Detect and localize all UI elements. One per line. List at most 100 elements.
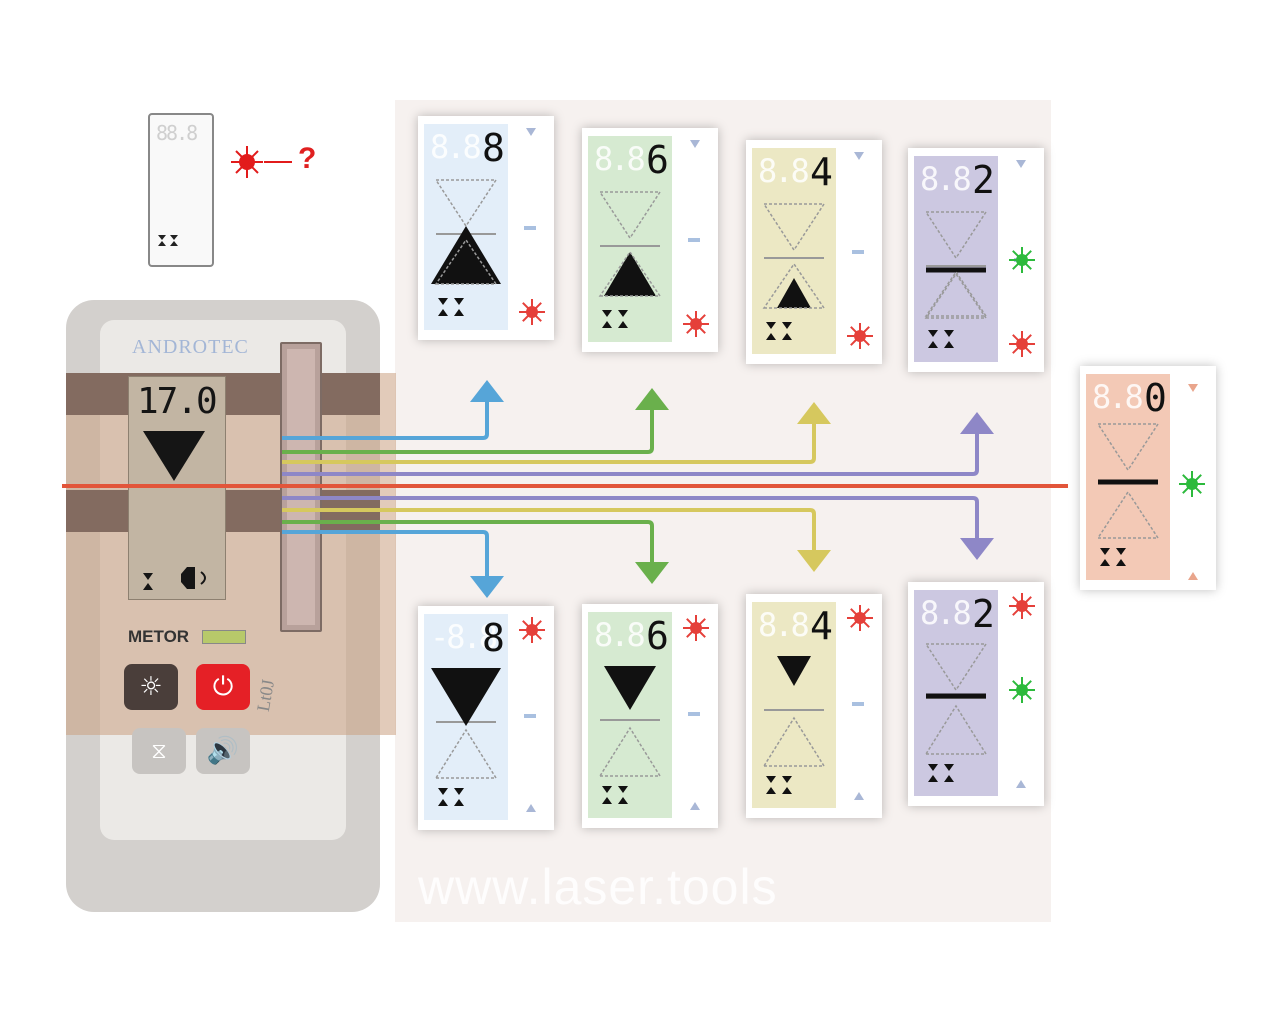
power-button[interactable]: ⏻	[196, 664, 250, 710]
down-arrow-icon	[635, 562, 669, 584]
up-arrow-icon	[470, 380, 504, 402]
bottom-triangle-icon	[1016, 780, 1026, 788]
small-display-no-signal: 88.8	[148, 113, 214, 267]
up-arrow-icon	[635, 388, 669, 410]
top-triangle-icon	[690, 140, 700, 148]
watermark: www.laser.tools	[418, 859, 778, 915]
signal-line	[282, 508, 816, 550]
bottom-triangle-icon	[526, 804, 536, 812]
speaker-icon: 🔊	[206, 736, 240, 766]
signal-line	[282, 434, 979, 476]
card-level-graphic	[431, 128, 545, 325]
lightbulb-icon: ☼	[139, 672, 163, 702]
card-lcd-number: 0	[1144, 376, 1167, 420]
mode-icon	[1100, 548, 1126, 566]
card-lcd-number: 4	[810, 150, 833, 194]
center-bar-icon	[688, 712, 700, 716]
top-triangle-icon	[1016, 160, 1026, 168]
laser-spot-icon	[231, 146, 292, 178]
mode-icon	[602, 310, 628, 328]
mode-button[interactable]: ⧖	[132, 728, 186, 774]
small-display-digits: 88.8	[156, 121, 198, 145]
card-level-graphic	[431, 617, 545, 812]
small-display-icons	[158, 235, 178, 246]
card-lcd-number: 8	[482, 126, 505, 170]
light-button[interactable]: ☼	[124, 664, 178, 710]
card-lcd-number: 4	[810, 604, 833, 648]
card-level-graphic	[598, 140, 709, 337]
down-arrow-icon	[797, 550, 831, 572]
top-triangle-icon	[854, 152, 864, 160]
center-bar-icon	[852, 250, 864, 254]
speaker-icon	[181, 567, 195, 589]
center-bar-icon	[524, 714, 536, 718]
mode-icon	[928, 764, 954, 782]
brand-logo: ANDROTEC	[132, 336, 249, 358]
card-lcd-number: 2	[972, 592, 995, 636]
top-triangle-icon	[1188, 384, 1198, 392]
mode-icon	[766, 776, 792, 794]
signal-line	[282, 530, 489, 576]
mode-icon	[602, 786, 628, 804]
main-lcd-indicator	[143, 431, 206, 590]
top-triangle-icon	[526, 128, 536, 136]
card-level-graphic	[762, 605, 873, 800]
main-lcd-value: 17.0	[137, 381, 218, 422]
center-bar-icon	[524, 226, 536, 230]
mode-icon	[143, 573, 153, 580]
sound-button[interactable]: 🔊	[196, 728, 250, 774]
mode-icon	[438, 788, 464, 806]
bubble-level	[202, 630, 246, 644]
power-icon: ⏻	[212, 671, 234, 702]
card-level-graphic	[924, 160, 1035, 357]
mode-icon	[438, 298, 464, 316]
signal-line	[282, 424, 816, 464]
model-label: METOR	[128, 627, 190, 646]
bottom-triangle-icon	[1188, 572, 1198, 580]
down-arrow-icon	[470, 576, 504, 598]
signal-line	[282, 520, 654, 562]
card-lcd-number: 6	[646, 138, 669, 182]
card-level-graphic	[598, 615, 709, 810]
card-lcd-ghost-digits: 8.8	[1092, 378, 1144, 416]
mode-icon: ⧖	[151, 738, 167, 764]
card-lcd-ghost-digits: 8.8	[594, 616, 646, 654]
mode-icon	[766, 322, 792, 340]
center-bar-icon	[852, 702, 864, 706]
card-lcd-ghost-digits: 8.8	[758, 152, 810, 190]
card-lcd-ghost-digits: 8.8	[758, 606, 810, 644]
signal-line	[282, 410, 654, 454]
up-arrow-icon	[960, 412, 994, 434]
card-lcd-ghost-digits: 8.8	[430, 128, 482, 166]
bottom-triangle-icon	[690, 802, 700, 810]
card-lcd-ghost-digits: 8.8	[920, 160, 972, 198]
bottom-triangle-icon	[854, 792, 864, 800]
down-arrow-icon	[960, 538, 994, 560]
card-level-graphic	[924, 593, 1035, 788]
card-lcd-number: 6	[646, 614, 669, 658]
down-arrow-indicator	[143, 431, 205, 481]
card-lcd-number: 2	[972, 158, 995, 202]
center-bar-icon	[688, 238, 700, 242]
card-lcd-ghost-digits: 8.8	[920, 594, 972, 632]
laser-receiver: ANDROTEC 17.0 METOR ☼ ⏻ ⧖ 🔊 Lt0J	[66, 300, 396, 912]
signal-line	[282, 496, 979, 538]
signal-line	[282, 402, 489, 440]
card-lcd-ghost-digits: 8.8	[594, 140, 646, 178]
